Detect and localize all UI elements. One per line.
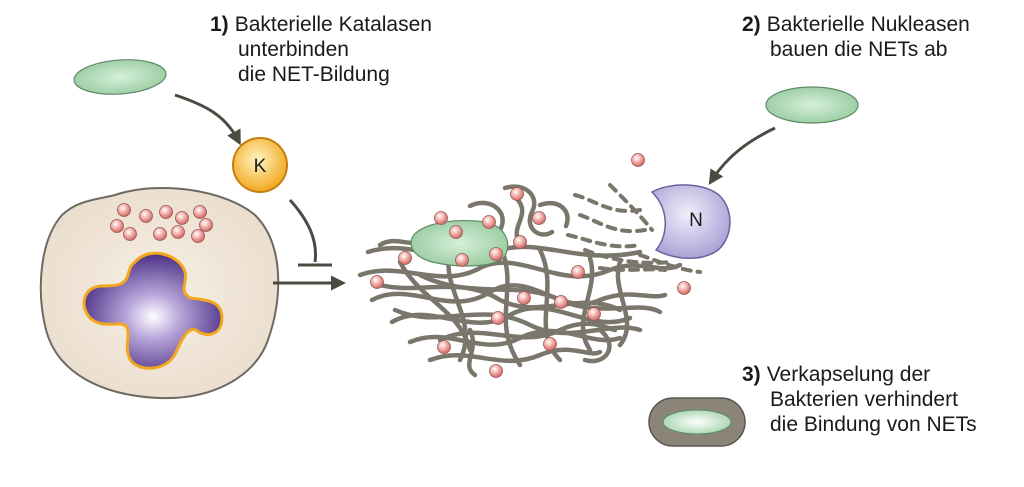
- bacterium-catalase: [73, 59, 167, 95]
- nuclease-shape: [650, 184, 731, 259]
- annotation-line: die NET-Bildung: [238, 63, 390, 86]
- annotation-number: 2): [742, 13, 761, 36]
- arrow-to-catalase: [174, 93, 241, 146]
- annotation-catalase: 1)Bakterielle Katalasen unterbinden die …: [210, 12, 432, 87]
- annotation-number: 3): [742, 363, 761, 386]
- inhibition-line: [288, 198, 318, 263]
- annotation-line: Bakterielle Katalasen: [234, 13, 432, 36]
- catalase-symbol: K: [232, 137, 288, 193]
- annotation-line: die Bindung von NETs: [770, 413, 977, 436]
- degraded-dna: [566, 183, 702, 274]
- arrow-to-nuclease: [708, 126, 776, 186]
- annotation-line: Verkapselung der: [766, 363, 931, 386]
- catalase-circle: [232, 137, 288, 193]
- cell-nucleus: [82, 251, 224, 370]
- nuclease-letter: N: [689, 210, 703, 231]
- capsule-bacterium: [662, 409, 732, 435]
- net-granules: [370, 153, 691, 378]
- encapsulated-bacterium: [648, 397, 746, 447]
- bacterium-in-net: [410, 219, 509, 267]
- annotation-line: Bakterien verhindert: [770, 388, 958, 411]
- annotation-encapsulation: 3)Verkapselung der Bakterien verhindert …: [742, 362, 977, 437]
- annotation-nuclease: 2)Bakterielle Nukleasen bauen die NETs a…: [742, 12, 970, 62]
- neutrophil-cell: [39, 186, 280, 400]
- net-fibers: [357, 184, 683, 378]
- bacterium-nuclease: [765, 86, 859, 124]
- catalase-letter: K: [254, 156, 267, 177]
- nuclease-symbol: N: [650, 184, 731, 259]
- cell-granules: [110, 203, 213, 243]
- annotation-number: 1): [210, 13, 229, 36]
- annotation-line: Bakterielle Nukleasen: [766, 13, 970, 36]
- annotation-line: unterbinden: [238, 38, 349, 61]
- annotation-line: bauen die NETs ab: [770, 38, 948, 61]
